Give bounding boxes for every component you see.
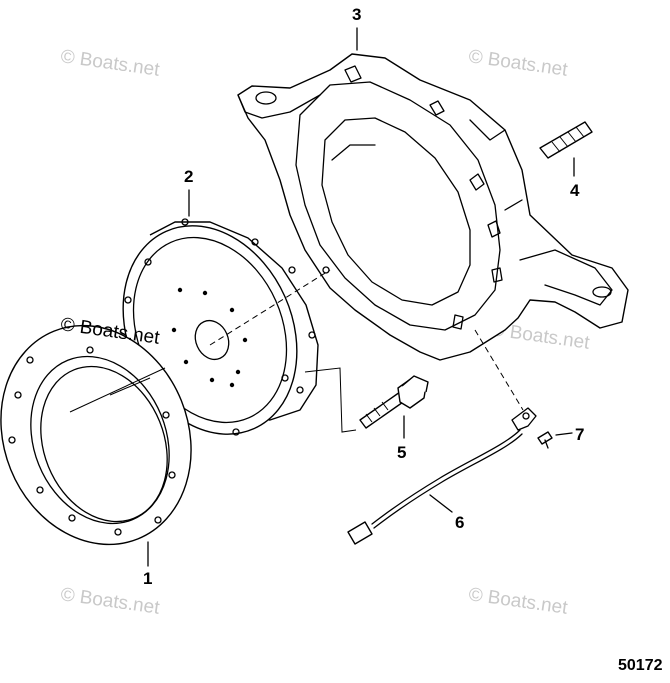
watermark-top-right: © Boats.net [467,46,569,81]
callout-3: 3 [352,5,361,24]
sensor-screw [537,431,553,449]
watermark-bottom-left: © Boats.net [59,584,161,619]
watermark-top-left: © Boats.net [59,46,161,81]
callout-2: 2 [184,167,193,186]
callout-4: 4 [570,181,580,200]
flange-bolt [359,375,429,429]
figure-number: 50172 [618,657,663,674]
speed-sensor [347,407,537,545]
callout-1: 1 [143,569,152,588]
callout-6: 6 [455,513,464,532]
callout-7: 7 [575,425,584,444]
flywheel-housing [237,53,629,361]
dowel-pin [539,121,593,159]
leader-lines [69,27,575,567]
callout-5: 5 [397,443,406,462]
watermark-bottom-right: © Boats.net [467,584,569,619]
